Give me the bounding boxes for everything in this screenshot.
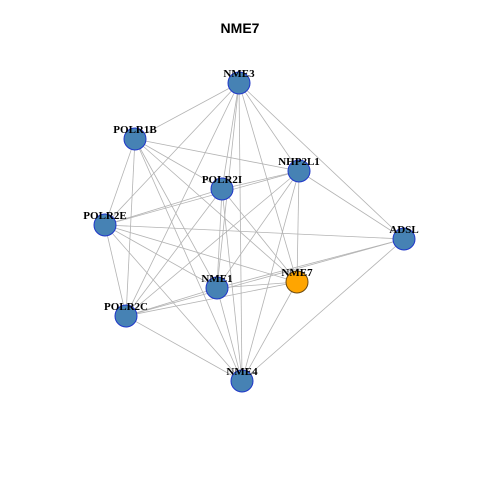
edge-polr1b-polr2i	[134, 138, 223, 190]
node-label-polr2i: POLR2I	[202, 174, 242, 186]
edge-polr2e-polr2c	[104, 224, 127, 317]
edge-adsl-nme4	[241, 238, 405, 382]
edge-nme1-nme4	[216, 287, 243, 382]
node-nhp2l1[interactable]	[287, 159, 311, 183]
edge-nhp2l1-polr2c	[125, 170, 300, 317]
edge-polr2i-nme4	[221, 188, 243, 382]
edge-adsl-nme1	[216, 238, 405, 289]
node-label-polr2e: POLR2E	[83, 210, 126, 222]
edge-nhp2l1-polr2i	[221, 170, 300, 190]
edge-nme3-polr2c	[125, 82, 240, 317]
node-label-polr2c: POLR2C	[104, 301, 148, 313]
edge-polr2c-nme4	[125, 315, 243, 382]
edge-nme7-polr2c	[125, 281, 298, 317]
node-label-polr1b: POLR1B	[113, 124, 157, 136]
edge-polr1b-polr2e	[104, 138, 136, 226]
node-adsl[interactable]	[392, 227, 416, 251]
edge-nme3-nhp2l1	[238, 82, 300, 172]
edge-polr1b-nme4	[134, 138, 243, 382]
edge-nhp2l1-adsl	[298, 170, 405, 240]
edge-polr2i-polr2c	[125, 188, 223, 317]
edge-polr2e-adsl	[104, 224, 405, 240]
nodes-layer	[93, 71, 416, 393]
edge-nme3-polr2e	[104, 82, 240, 226]
edge-nhp2l1-polr2e	[104, 170, 300, 226]
node-polr2e[interactable]	[93, 213, 117, 237]
node-nme7[interactable]	[285, 270, 309, 294]
edge-polr1b-nme7	[134, 138, 298, 283]
node-polr2c[interactable]	[114, 304, 138, 328]
graph-title: NME7	[220, 20, 260, 36]
edge-polr1b-nhp2l1	[134, 138, 300, 172]
edge-polr2e-nme7	[104, 224, 298, 283]
edge-polr1b-nme1	[134, 138, 218, 289]
edge-polr2e-nme1	[104, 224, 218, 289]
node-label-nme4: NME4	[226, 366, 258, 378]
edge-adsl-polr2c	[125, 238, 405, 317]
edge-nme7-nme4	[241, 281, 298, 382]
node-polr2i[interactable]	[210, 177, 234, 201]
edge-polr2i-polr2e	[104, 188, 223, 226]
node-label-nhp2l1: NHP2L1	[278, 156, 320, 168]
node-nme4[interactable]	[230, 369, 254, 393]
edge-nhp2l1-nme7	[296, 170, 300, 283]
edge-polr2i-nme7	[221, 188, 298, 283]
node-polr1b[interactable]	[123, 127, 147, 151]
node-label-nme1: NME1	[201, 273, 232, 285]
edge-nme7-nme1	[216, 281, 298, 289]
node-label-nme7: NME7	[281, 267, 313, 279]
node-label-adsl: ADSL	[389, 224, 418, 236]
edge-nme3-nme7	[238, 82, 298, 283]
edge-polr1b-polr2c	[125, 138, 136, 317]
node-nme1[interactable]	[205, 276, 229, 300]
edges-layer	[104, 82, 405, 382]
edge-nme1-polr2c	[125, 287, 218, 317]
edge-nme3-polr2i	[221, 82, 240, 190]
edge-nme3-polr1b	[134, 82, 240, 140]
edge-nme3-adsl	[238, 82, 405, 240]
node-label-nme3: NME3	[223, 68, 255, 80]
node-nme3[interactable]	[227, 71, 251, 95]
edge-polr2i-nme1	[216, 188, 223, 289]
